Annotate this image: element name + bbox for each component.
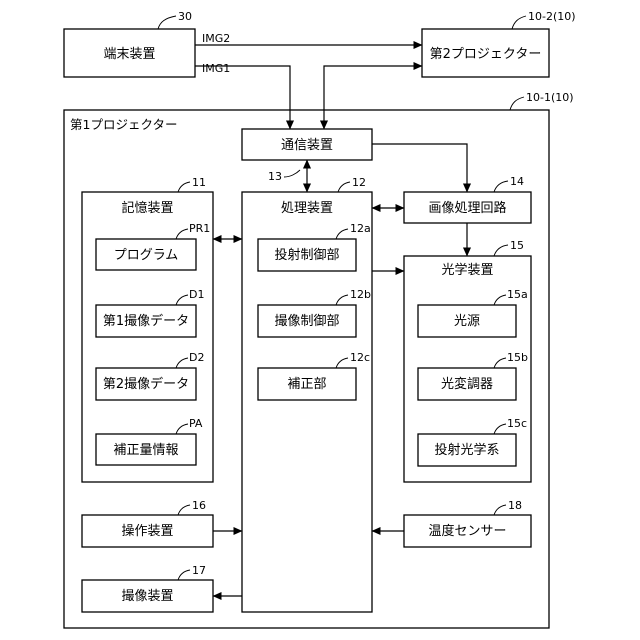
image-circuit-block: 画像処理回路: [404, 192, 531, 223]
light-source-ref-number: 15a: [507, 288, 528, 301]
temp-sensor-label: 温度センサー: [428, 523, 506, 539]
second-projector-block: 第2プロジェクター: [422, 29, 549, 77]
img2-signal-label: IMG2: [202, 32, 230, 45]
image-circuit-ref-leader: [494, 181, 508, 192]
first-projector-label: 第1プロジェクター: [70, 117, 177, 132]
light-source-label: 光源: [454, 314, 480, 329]
storage-device-label: 記憶装置: [121, 200, 173, 216]
processing-device-label: 処理装置: [281, 201, 333, 216]
processing-ref-number: 12: [352, 176, 366, 189]
imaging-device-label: 撮像装置: [121, 588, 173, 604]
temp-sensor-block: 温度センサー: [404, 515, 531, 547]
imaging-control-block: 撮像制御部: [258, 305, 356, 337]
image-circuit-label: 画像処理回路: [428, 200, 506, 216]
second-capture-data-block: 第2撮像データ: [96, 368, 196, 400]
optical-ref-leader: [494, 245, 508, 256]
optical-ref-number: 15: [510, 239, 524, 252]
terminal-device-block: 端末装置: [64, 29, 195, 77]
correction-unit-label: 補正部: [287, 377, 326, 392]
second-projector-ref-number: 10-2(10): [528, 10, 576, 23]
light-source-block: 光源: [418, 305, 516, 337]
correction-info-ref-number: PA: [189, 417, 203, 430]
temp-sensor-ref-leader: [494, 505, 506, 515]
correction-info-label: 補正量情報: [113, 443, 178, 458]
image-circuit-ref-number: 14: [510, 175, 524, 188]
second-capture-ref-number: D2: [189, 351, 204, 364]
second-projector-ref-leader: [512, 16, 526, 29]
processing-ref-leader: [338, 182, 350, 192]
projection-optics-block: 投射光学系: [418, 434, 516, 466]
imaging-ref-number: 17: [192, 564, 206, 577]
operation-ref-leader: [178, 505, 190, 515]
terminal-ref-leader: [158, 16, 176, 29]
light-modulator-ref-number: 15b: [507, 351, 528, 364]
optical-device-label: 光学装置: [441, 262, 493, 278]
comm-to-second-projector-arrow: [324, 66, 422, 129]
projection-optics-ref-number: 15c: [507, 417, 527, 430]
storage-ref-number: 11: [192, 176, 206, 189]
second-projector-label: 第2プロジェクター: [430, 47, 542, 62]
comm-device-label: 通信装置: [281, 138, 333, 153]
comm-device-block: 通信装置: [242, 129, 372, 160]
operation-device-block: 操作装置: [82, 515, 213, 547]
program-ref-number: PR1: [189, 222, 210, 235]
imaging-ref-leader: [178, 570, 190, 580]
img1-to-comm-arrow: [195, 66, 290, 129]
comm-ref-leader: [284, 170, 300, 177]
projection-optics-label: 投射光学系: [434, 442, 499, 458]
terminal-ref-number: 30: [178, 10, 192, 23]
correction-unit-ref-number: 12c: [350, 351, 370, 364]
first-capture-data-block: 第1撮像データ: [96, 305, 196, 337]
terminal-device-label: 端末装置: [103, 47, 155, 62]
first-capture-ref-number: D1: [189, 288, 204, 301]
correction-unit-block: 補正部: [258, 368, 356, 400]
imaging-control-ref-number: 12b: [350, 288, 371, 301]
operation-device-label: 操作装置: [121, 523, 173, 539]
comm-ref-number: 13: [268, 170, 282, 183]
projection-control-label: 投射制御部: [274, 247, 339, 263]
light-modulator-label: 光変調器: [441, 376, 493, 392]
first-capture-data-label: 第1撮像データ: [103, 313, 189, 329]
projection-control-ref-number: 12a: [350, 222, 371, 235]
storage-ref-leader: [178, 182, 190, 192]
operation-ref-number: 16: [192, 499, 206, 512]
second-capture-data-label: 第2撮像データ: [103, 376, 189, 392]
temp-sensor-ref-number: 18: [508, 499, 522, 512]
light-modulator-block: 光変調器: [418, 368, 516, 400]
program-block: プログラム: [96, 239, 196, 270]
img1-signal-label: IMG1: [202, 62, 230, 75]
first-projector-ref-number: 10-1(10): [526, 91, 574, 104]
imaging-device-block: 撮像装置: [82, 580, 213, 612]
projection-control-block: 投射制御部: [258, 239, 356, 271]
imaging-control-label: 撮像制御部: [274, 313, 339, 329]
program-label: プログラム: [114, 248, 179, 263]
comm-to-image-circuit-arrow: [372, 144, 467, 192]
first-projector-ref-leader: [510, 97, 524, 110]
correction-info-block: 補正量情報: [96, 434, 196, 465]
